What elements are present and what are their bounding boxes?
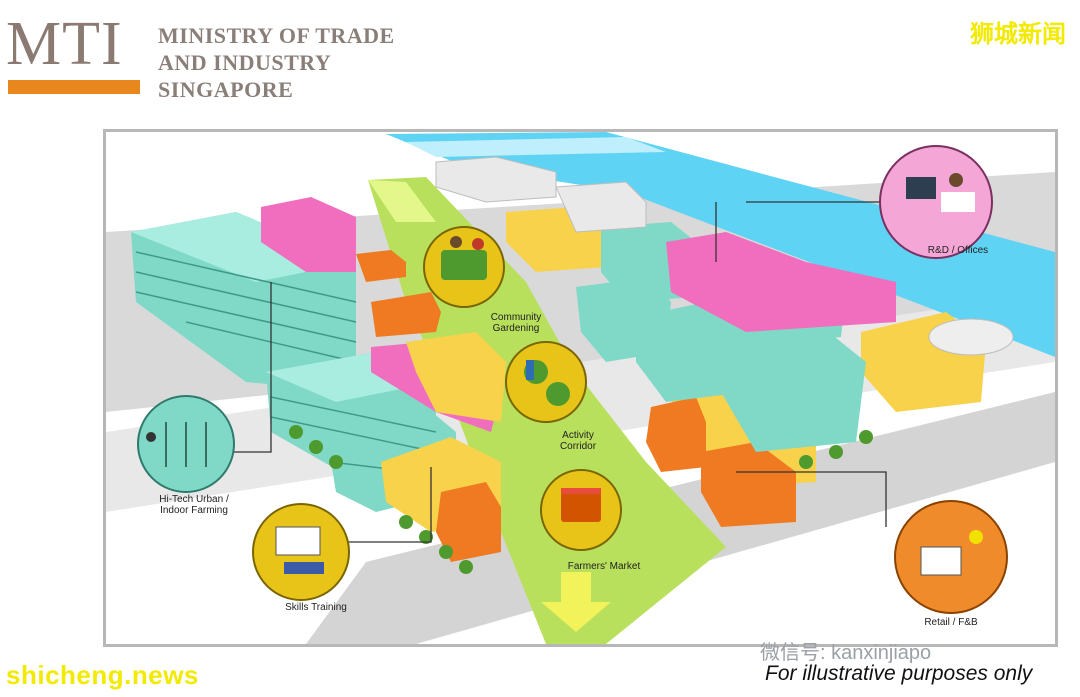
building-grey-a bbox=[435, 156, 557, 203]
ministry-line-1: MINISTRY OF TRADE bbox=[158, 23, 395, 48]
ministry-line-3: SINGAPORE bbox=[158, 77, 294, 102]
watermark-site: shicheng.news bbox=[6, 660, 199, 690]
label-retail: Retail / F&B bbox=[924, 617, 978, 628]
mti-logo: MTI MINISTRY OF TRADE AND INDUSTRY SINGA… bbox=[6, 8, 406, 102]
wechat-watermark: 微信号: kanxinjiapo bbox=[760, 642, 932, 664]
callout-hitech-farming bbox=[137, 395, 235, 493]
building-teal-right-d bbox=[721, 322, 866, 452]
label-hitech-line-1: Hi-Tech Urban / bbox=[159, 494, 229, 505]
label-activity-line-2: Corridor bbox=[560, 441, 597, 452]
district-illustration: Community Gardening Activity Corridor Fa… bbox=[106, 132, 1055, 644]
building-orange-a bbox=[356, 250, 406, 282]
label-farmers-market: Farmers' Market bbox=[568, 561, 641, 572]
building-yellow-a bbox=[406, 332, 506, 422]
river-bridge bbox=[406, 137, 666, 157]
building-orange-b bbox=[371, 292, 441, 337]
callout-rnd-offices bbox=[879, 145, 993, 259]
label-rnd-offices: R&D / Offices bbox=[928, 245, 988, 256]
illustrative-caption: For illustrative purposes only bbox=[765, 662, 1033, 685]
illustration-frame: Community Gardening Activity Corridor Fa… bbox=[103, 129, 1058, 647]
connector-lines bbox=[226, 201, 896, 543]
ministry-name: MINISTRY OF TRADE AND INDUSTRY SINGAPORE bbox=[158, 22, 395, 103]
building-round bbox=[928, 318, 1014, 356]
corridor-arrow-top bbox=[368, 180, 436, 222]
label-activity-line-1: Activity bbox=[562, 430, 594, 441]
building-pink-top bbox=[261, 197, 356, 272]
building-pink-rnd bbox=[666, 232, 896, 332]
watermark-brand-cn: 狮城新闻 bbox=[970, 21, 1066, 48]
callout-retail bbox=[894, 500, 1008, 614]
label-community-line-2: Gardening bbox=[493, 323, 540, 334]
callout-farmers-market bbox=[540, 469, 622, 551]
building-orange-d bbox=[646, 397, 706, 472]
label-skills-training: Skills Training bbox=[285, 602, 347, 613]
label-hitech-line-2: Indoor Farming bbox=[160, 505, 228, 516]
trees bbox=[289, 425, 873, 574]
logo-orange-bar bbox=[8, 80, 140, 94]
building-orange-c bbox=[436, 482, 501, 562]
building-orange-e bbox=[701, 442, 796, 527]
corridor-arrow-bottom bbox=[541, 572, 611, 632]
logo-mark: MTI bbox=[6, 10, 123, 78]
callout-activity-corridor bbox=[505, 341, 587, 423]
label-community-line-1: Community bbox=[491, 312, 542, 323]
callout-skills-training bbox=[252, 503, 350, 601]
callout-community-gardening bbox=[423, 226, 505, 308]
building-grey-b bbox=[555, 181, 647, 233]
ministry-line-2: AND INDUSTRY bbox=[158, 50, 332, 75]
